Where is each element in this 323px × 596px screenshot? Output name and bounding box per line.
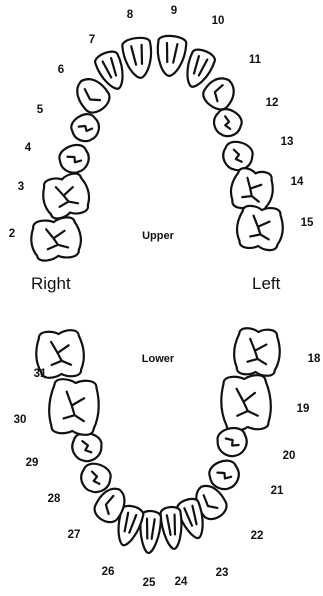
tooth-5	[70, 113, 100, 143]
tooth-18	[233, 327, 281, 377]
tooth-8	[121, 36, 153, 79]
tooth-number-19: 19	[297, 403, 310, 415]
tooth-9-outline	[156, 34, 188, 77]
tooth-number-31: 31	[34, 368, 47, 380]
tooth-number-29: 29	[26, 457, 39, 469]
tooth-number-22: 22	[251, 530, 264, 542]
tooth-3-groove	[54, 185, 80, 208]
lower-arch-label: Lower	[142, 353, 175, 365]
tooth-31-groove	[49, 340, 73, 367]
tooth-12	[213, 108, 243, 138]
tooth-25	[139, 509, 163, 555]
tooth-15-groove	[249, 214, 271, 241]
tooth-14-groove	[241, 176, 263, 203]
tooth-25-groove	[145, 517, 156, 540]
tooth-18-outline	[233, 327, 281, 377]
tooth-19-groove	[235, 387, 259, 417]
tooth-number-4: 4	[25, 142, 32, 154]
tooth-20	[216, 426, 248, 458]
tooth-15-outline	[236, 204, 284, 252]
upper-arch-label: Upper	[142, 230, 175, 242]
tooth-27	[93, 487, 126, 524]
tooth-23	[176, 497, 204, 540]
tooth-7-groove	[101, 56, 118, 79]
tooth-24-outline	[159, 505, 183, 550]
tooth-8-groove	[130, 43, 144, 66]
tooth-number-8: 8	[127, 9, 134, 21]
tooth-3-outline	[42, 172, 91, 220]
tooth-number-13: 13	[281, 136, 294, 148]
tooth-10	[186, 48, 216, 88]
tooth-number-2: 2	[9, 228, 15, 240]
tooth-24	[159, 505, 183, 550]
tooth-26-groove	[123, 511, 138, 534]
tooth-number-30: 30	[14, 414, 27, 426]
tooth-20-groove	[224, 437, 240, 447]
tooth-number-21: 21	[271, 485, 284, 497]
tooth-number-24: 24	[175, 576, 188, 588]
tooth-number-14: 14	[291, 176, 304, 188]
tooth-number-3: 3	[18, 181, 24, 193]
tooth-19	[220, 374, 272, 432]
tooth-number-23: 23	[216, 567, 229, 579]
tooth-31	[35, 329, 85, 379]
tooth-30	[48, 378, 100, 436]
tooth-number-7: 7	[89, 34, 95, 46]
tooth-29-groove	[81, 440, 93, 454]
tooth-21	[208, 459, 240, 491]
tooth-23-groove	[183, 504, 198, 527]
tooth-15	[236, 204, 284, 252]
tooth-24-groove	[165, 513, 177, 536]
tooth-number-12: 12	[266, 97, 279, 109]
teeth-layer	[30, 34, 284, 555]
tooth-number-20: 20	[283, 450, 296, 462]
tooth-18-groove	[246, 337, 268, 366]
tooth-2	[30, 216, 82, 262]
tooth-28	[80, 462, 112, 494]
tooth-number-27: 27	[68, 529, 81, 541]
tooth-8-outline	[121, 36, 153, 79]
tooth-7	[94, 50, 124, 90]
tooth-9	[156, 34, 188, 77]
tooth-number-25: 25	[143, 577, 156, 589]
tooth-2-groove	[45, 228, 70, 251]
tooth-3	[42, 172, 91, 220]
tooth-number-10: 10	[212, 15, 225, 27]
tooth-6	[76, 78, 111, 114]
tooth-26	[117, 504, 145, 547]
tooth-number-18: 18	[308, 353, 321, 365]
tooth-4	[58, 144, 90, 174]
tooth-21-groove	[216, 471, 233, 480]
tooth-number-6: 6	[58, 64, 64, 76]
tooth-11-groove	[213, 84, 224, 103]
tooth-12-groove	[224, 115, 232, 130]
tooth-30-groove	[62, 390, 86, 423]
tooth-number-26: 26	[102, 566, 115, 578]
tooth-number-9: 9	[171, 5, 177, 17]
tooth-13-groove	[232, 148, 243, 163]
tooth-9-groove	[165, 41, 179, 64]
tooth-11	[202, 77, 235, 111]
tooth-number-11: 11	[249, 54, 262, 66]
tooth-22	[195, 484, 228, 521]
left-side-label: Left	[252, 274, 281, 293]
tooth-4-groove	[66, 155, 83, 164]
tooth-number-28: 28	[48, 493, 61, 505]
tooth-30-outline	[48, 378, 100, 436]
tooth-2-outline	[30, 216, 82, 262]
tooth-14-outline	[229, 167, 274, 213]
tooth-10-groove	[192, 54, 209, 77]
tooth-14	[229, 167, 274, 213]
tooth-number-5: 5	[37, 104, 44, 116]
tooth-19-outline	[220, 374, 272, 432]
tooth-5-groove	[77, 124, 94, 133]
tooth-31-outline	[35, 329, 85, 379]
tooth-27-groove	[104, 494, 115, 516]
right-side-label: Right	[31, 274, 71, 293]
tooth-number-15: 15	[301, 217, 314, 229]
tooth-25-outline	[139, 509, 163, 555]
